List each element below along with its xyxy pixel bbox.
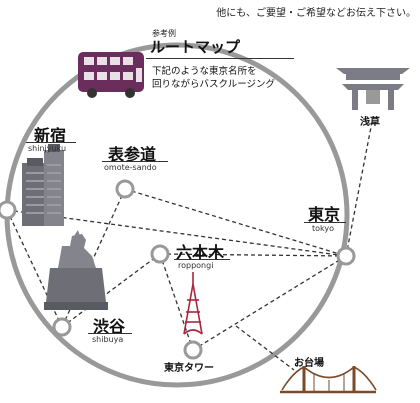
place-omotesando-rule [102, 161, 168, 162]
route-tag: 参考例 [152, 29, 176, 38]
place-tokyo-tower-jp: 東京タワー [164, 363, 214, 374]
place-shibuya-en: shibuya [92, 335, 124, 344]
route-description-line2: 回りながらバスクルージング [152, 79, 276, 90]
node-roppongi [150, 244, 170, 264]
route-tower-odaiba [235, 325, 295, 371]
node-shinjuku [0, 200, 17, 220]
tokyo-tower-icon [183, 272, 203, 335]
route-roppongi-tokyo [159, 253, 347, 257]
place-tokyo-jp: 東京 [308, 205, 341, 224]
place-shinjuku-jp: 新宿 [34, 126, 67, 145]
tokyo-metropolitan-government-icon [22, 144, 64, 226]
double-decker-bus-icon [78, 52, 144, 98]
node-tokyo [336, 246, 356, 266]
route-tokyo-asakusa [345, 121, 373, 257]
place-shinjuku-en: shinjyuku [28, 144, 67, 153]
route-title: ルートマップ [150, 38, 241, 56]
hachiko-statue-icon [44, 230, 108, 310]
place-omotesando-jp: 表参道 [108, 145, 157, 164]
place-roppongi-jp: 六本木 [176, 243, 225, 262]
rainbow-bridge-icon [280, 366, 377, 394]
node-omotesando [115, 179, 135, 199]
route-tower-tokyo [192, 255, 347, 351]
place-omotesando-en: omote-sando [104, 163, 157, 172]
place-shibuya-jp: 渋谷 [93, 317, 126, 336]
place-tokyo-en: tokyo [312, 224, 335, 233]
route-description-line1: 下記のような東京名所を [152, 66, 257, 77]
place-roppongi-rule [174, 259, 230, 260]
node-tokyo-tower [183, 340, 203, 360]
node-shibuya [52, 317, 72, 337]
place-asakusa-jp: 浅草 [360, 117, 380, 128]
route-roppongi-tower [159, 253, 194, 351]
title-rule [146, 58, 294, 59]
header-note: 他にも、ご要望・ご希望などお伝え下さい。 [216, 8, 416, 19]
route-nodes [0, 179, 356, 360]
place-roppongi-en: roppongi [178, 261, 214, 270]
place-shinjuku-rule [26, 142, 76, 143]
asakusa-gate-icon [336, 68, 410, 110]
route-omotesando-tokyo [124, 188, 347, 257]
route-description: 下記のような東京名所を 回りながらバスクルージング [152, 65, 275, 91]
route-shibuya-roppongi [61, 253, 161, 328]
place-shibuya-rule [88, 333, 132, 334]
place-odaiba-jp: お台場 [294, 358, 324, 369]
place-tokyo-rule [304, 222, 346, 223]
